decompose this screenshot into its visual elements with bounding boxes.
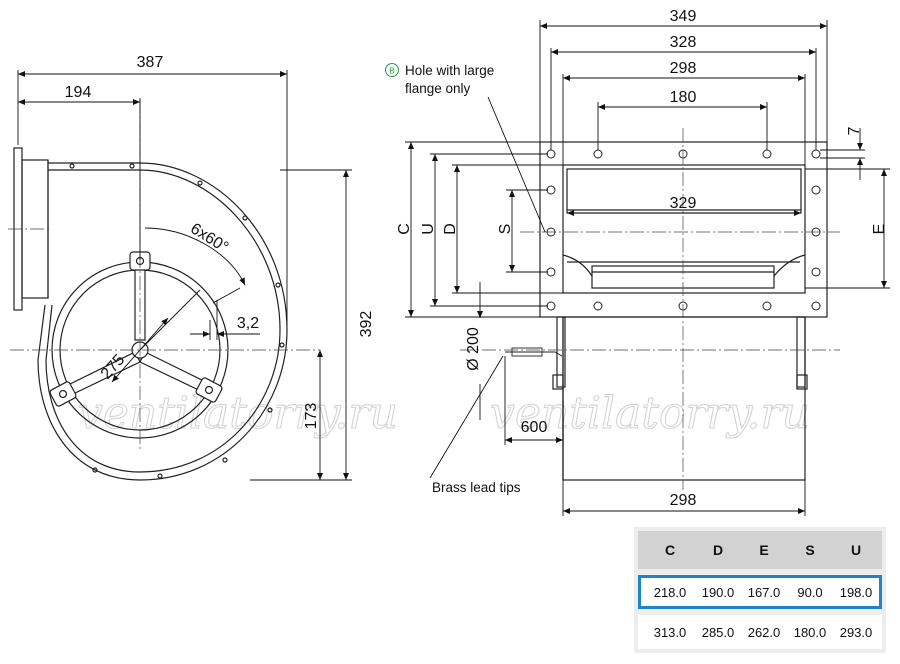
- watermark-right: ventilatorry.ru: [490, 388, 810, 439]
- dim-600: 600: [521, 419, 548, 436]
- dim-392: 392: [358, 311, 375, 338]
- hole-note-line2: flange only: [405, 81, 471, 96]
- dimension-table: C D E S U 218.0 190.0 167.0 90.0 198.0 3…: [634, 527, 886, 653]
- dim-194: 194: [65, 84, 92, 101]
- dim-D: D: [442, 223, 459, 235]
- table-cell: 198.0: [839, 584, 873, 600]
- dim-S: S: [497, 224, 514, 235]
- dim-173: 173: [303, 403, 320, 430]
- hole-note-line1: Hole with large: [405, 63, 494, 78]
- dim-387: 387: [137, 54, 164, 71]
- table-cell: 293.0: [839, 624, 873, 640]
- table-header-s: S: [805, 542, 815, 558]
- table-cell: 285.0: [701, 624, 735, 640]
- hole-badge-circle: [385, 63, 399, 77]
- dim-298-bottom: 298: [670, 492, 697, 509]
- table-header-row: C D E S U: [638, 531, 882, 569]
- dim-3-2: 3,2: [237, 315, 259, 332]
- dim-U: U: [420, 223, 437, 235]
- table-header-e: E: [759, 542, 769, 558]
- dim-200: Ø 200: [465, 327, 482, 371]
- table-cell: 167.0: [747, 584, 781, 600]
- table-header-u: U: [850, 542, 862, 558]
- table-cell: 190.0: [701, 584, 735, 600]
- dim-298-top: 298: [670, 60, 697, 77]
- front-flange: [539, 141, 828, 318]
- dim-7: 7: [846, 126, 863, 135]
- dim-329: 329: [670, 195, 697, 212]
- flange-holes: [546, 149, 821, 311]
- table-cell: 313.0: [653, 624, 687, 640]
- dim-C: C: [396, 223, 413, 235]
- front-outlet: [562, 164, 806, 294]
- hole-badge-letter: B: [389, 67, 394, 76]
- brass-note: Brass lead tips: [432, 480, 521, 495]
- table-row: 313.0 285.0 262.0 180.0 293.0: [638, 615, 882, 649]
- table-header-d: D: [712, 542, 724, 558]
- dim-180: 180: [670, 89, 697, 106]
- table-cell: 262.0: [747, 624, 781, 640]
- table-header-c: C: [664, 542, 676, 558]
- table-cell: 90.0: [797, 584, 823, 600]
- dim-E: E: [871, 224, 888, 235]
- table-row-highlighted: 218.0 190.0 167.0 90.0 198.0: [638, 575, 882, 609]
- table-cell: 180.0: [793, 624, 827, 640]
- scroll-housing: [37, 162, 288, 481]
- dim-holes: 6x60°: [187, 220, 231, 256]
- table-cell: 218.0: [653, 584, 687, 600]
- dim-328: 328: [670, 34, 697, 51]
- dim-349: 349: [670, 8, 697, 25]
